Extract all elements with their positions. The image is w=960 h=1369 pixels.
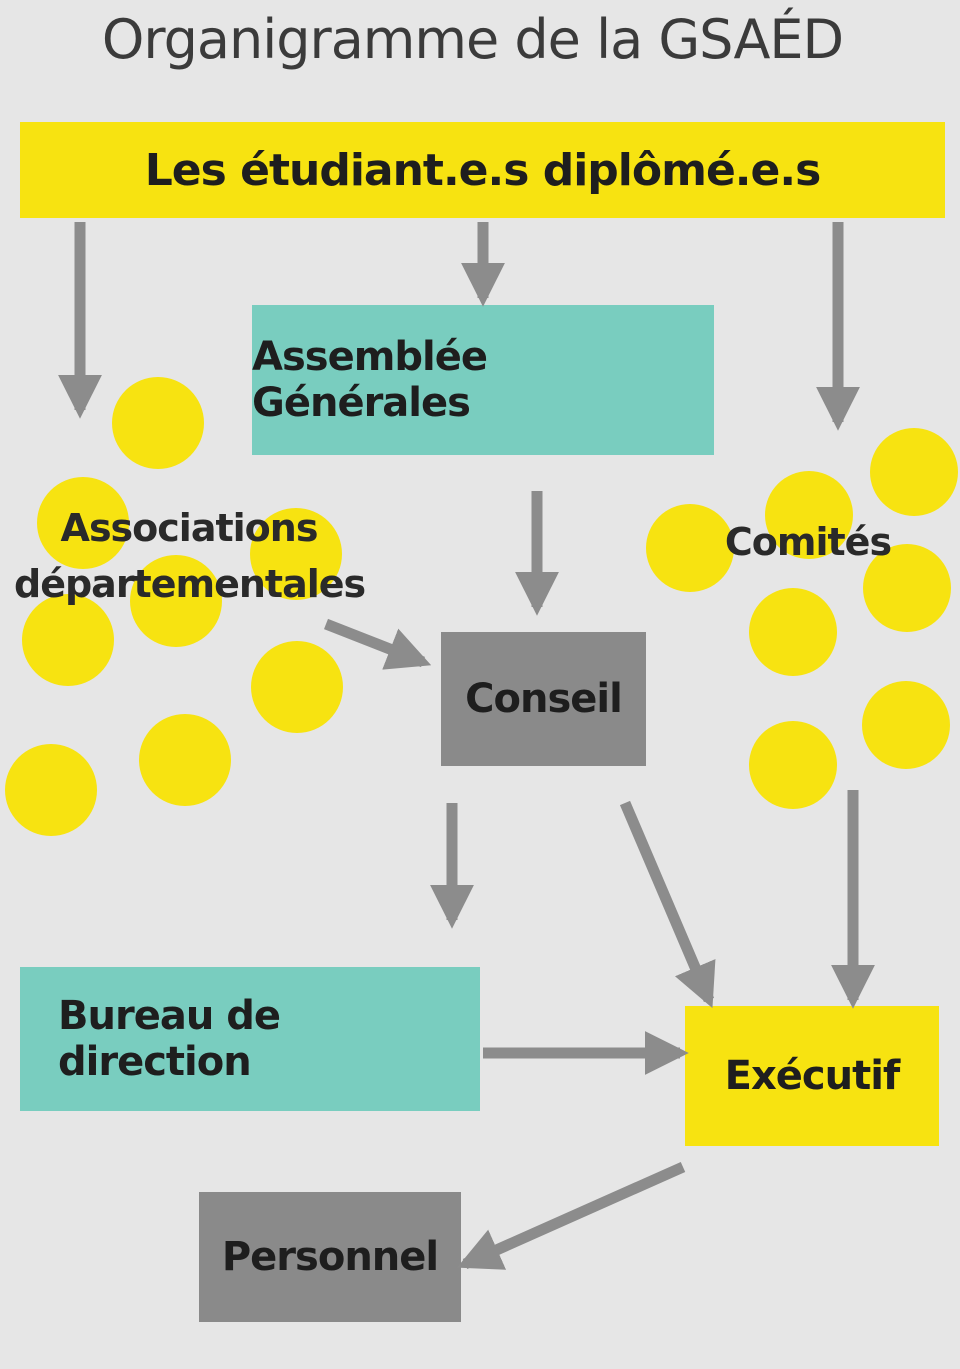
personnel-box: Personnel xyxy=(199,1192,461,1322)
arrow-executif-personnel xyxy=(456,1161,686,1270)
dot xyxy=(749,588,837,676)
students-box: Les étudiant.e.s diplômé.e.s xyxy=(20,122,945,218)
associations-label-line2: départementales xyxy=(14,562,366,606)
assembly-box-bg xyxy=(252,305,714,455)
arrow-associations-conseil xyxy=(323,618,432,670)
dot xyxy=(250,508,342,600)
executif-box-bg xyxy=(685,1006,939,1146)
students-box-bg xyxy=(20,122,945,218)
dot xyxy=(749,721,837,809)
dot xyxy=(765,471,853,559)
dot xyxy=(139,714,231,806)
arrow-conseil-executif xyxy=(619,800,716,1009)
bureau-box-bg xyxy=(20,967,480,1111)
conseil-label: Conseil xyxy=(465,676,623,722)
bureau-box: Bureau de direction xyxy=(20,967,480,1111)
dot xyxy=(870,428,958,516)
dot xyxy=(5,744,97,836)
dot xyxy=(862,681,950,769)
comites-label: Comités xyxy=(724,520,892,564)
comites-dots xyxy=(646,428,958,809)
associations-dots xyxy=(5,377,343,836)
personnel-box-bg xyxy=(199,1192,461,1322)
assembly-label: Assemblée Générales xyxy=(252,334,488,426)
personnel-label: Personnel xyxy=(221,1234,439,1280)
associations-label-line1: Associations xyxy=(60,506,319,550)
conseil-box: Conseil xyxy=(441,632,646,766)
executif-box: Exécutif xyxy=(685,1006,939,1146)
dot xyxy=(863,544,951,632)
dot xyxy=(130,555,222,647)
students-label: Les étudiant.e.s diplômé.e.s xyxy=(144,144,822,196)
dot xyxy=(251,641,343,733)
dot xyxy=(37,477,129,569)
associations-label: Associations départementales xyxy=(14,500,366,612)
assembly-box: Assemblée Générales xyxy=(252,305,714,455)
conseil-box-bg xyxy=(441,632,646,766)
dot xyxy=(22,594,114,686)
dot xyxy=(646,504,734,592)
bureau-label: Bureau de direction xyxy=(58,993,281,1085)
dot xyxy=(112,377,204,469)
page-title: Organigramme de la GSAÉD xyxy=(101,8,844,71)
executif-label: Exécutif xyxy=(724,1053,901,1099)
